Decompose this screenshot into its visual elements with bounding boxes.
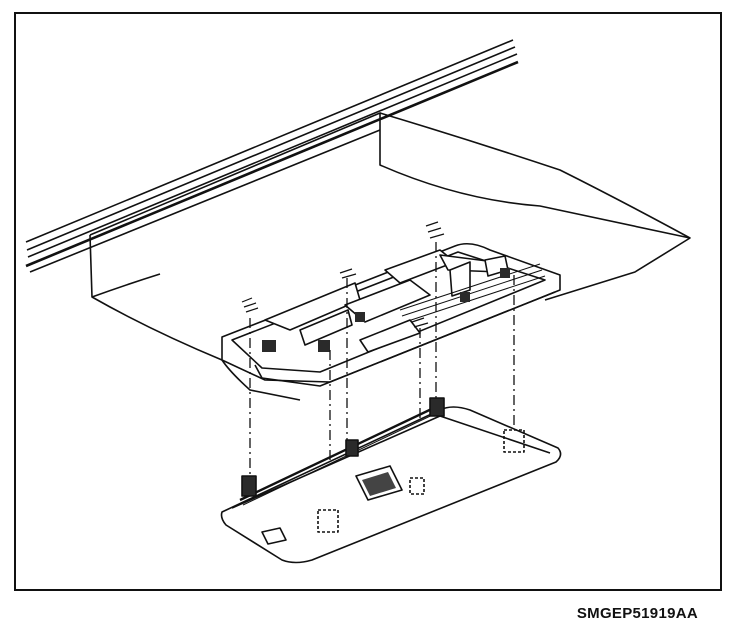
- position-markers: [241, 221, 445, 328]
- console-lid-panel: [220, 397, 562, 564]
- headliner-roof: [25, 39, 691, 401]
- overhead-console-housing: [221, 242, 561, 387]
- reference-code: SMGEP51919AA: [576, 605, 698, 622]
- figure-border: [14, 12, 722, 591]
